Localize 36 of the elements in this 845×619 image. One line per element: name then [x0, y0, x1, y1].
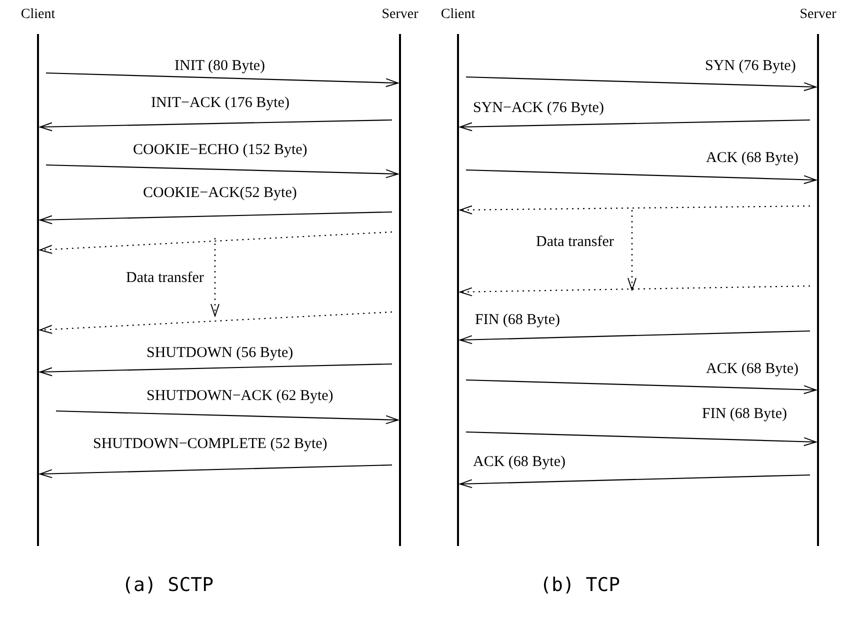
- edge-label: SYN−ACK (76 Byte): [472, 100, 605, 117]
- arrow: [46, 72, 398, 88]
- edge-label: COOKIE−ECHO (152 Byte): [132, 142, 308, 159]
- edge-label: ACK (68 Byte): [705, 361, 800, 378]
- dashed-arrow: [40, 311, 392, 334]
- arrow: [40, 211, 392, 224]
- arrow: [56, 410, 398, 424]
- arrow: [466, 169, 816, 184]
- arrow: [40, 464, 392, 478]
- dashed-arrow: [40, 231, 392, 254]
- edge-label: INIT (80 Byte): [174, 58, 266, 75]
- arrow: [460, 330, 810, 344]
- arrow: [466, 379, 816, 394]
- participant-label: Client: [440, 6, 476, 24]
- edge-label: FIN (68 Byte): [474, 312, 561, 329]
- edge-label: FIN (68 Byte): [701, 406, 788, 423]
- arrow: [460, 474, 810, 488]
- edge-label: SHUTDOWN−COMPLETE (52 Byte): [92, 436, 328, 453]
- edge-label: COOKIE−ACK(52 Byte): [142, 185, 298, 202]
- participant-label: Server: [380, 6, 420, 24]
- arrow: [466, 431, 816, 446]
- edge-label: SHUTDOWN−ACK (62 Byte): [146, 388, 334, 405]
- arrow: [460, 119, 810, 132]
- arrow: [40, 363, 392, 376]
- dashed-arrow: [460, 205, 810, 214]
- edge-label: ACK (68 Byte): [472, 454, 566, 471]
- participant-label: Client: [20, 6, 56, 24]
- edge-label: SHUTDOWN (56 Byte): [146, 345, 294, 362]
- edge-label: INIT−ACK (176 Byte): [150, 95, 290, 112]
- arrow: [46, 164, 398, 178]
- edge-label: ACK (68 Byte): [705, 150, 800, 167]
- edge-label: SYN (76 Byte): [704, 58, 797, 75]
- arrow: [40, 119, 392, 132]
- arrow: [466, 76, 816, 92]
- dashed-arrow: [460, 285, 810, 296]
- participant-label: Server: [798, 6, 838, 24]
